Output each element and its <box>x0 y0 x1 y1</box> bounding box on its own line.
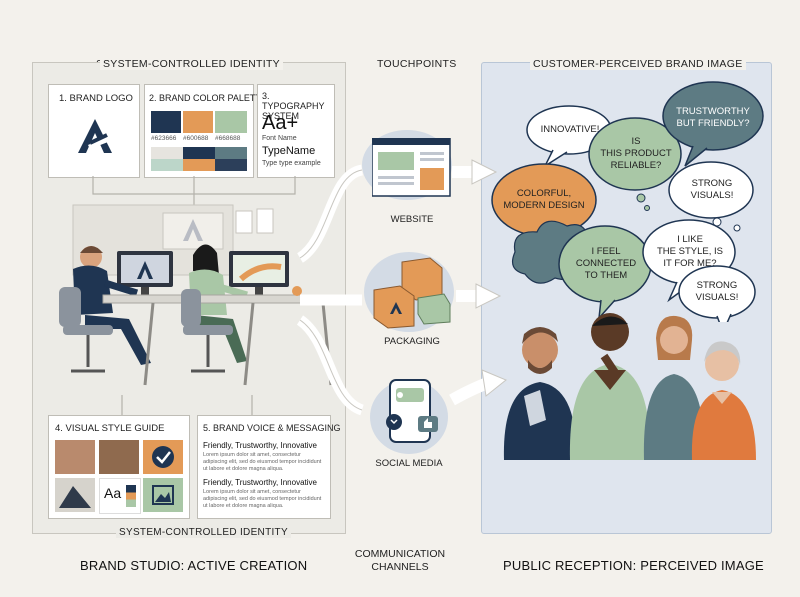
swatch-orange <box>183 111 213 133</box>
brand-voice-title: 5. BRAND VOICE & MESSAGING <box>203 423 341 433</box>
brand-logo-card: 1. BRAND LOGO <box>48 84 140 178</box>
footer-communication-line1: COMMUNICATION <box>354 548 446 560</box>
bubble-strong-visuals-1: STRONG VISUALS! <box>670 178 754 202</box>
brand-voice-card: 5. BRAND VOICE & MESSAGING Friendly, Tru… <box>197 415 341 519</box>
approved-tile <box>143 440 183 474</box>
bubble-colorful-line2: MODERN DESIGN <box>503 200 585 211</box>
abstract-shape-icon <box>59 486 91 508</box>
studio-illustration <box>59 204 334 386</box>
right-section-header-overlay: CUSTOMER-PERCEIVED BRAND IMAGE <box>530 58 746 70</box>
footer-communication-line2: CHANNELS <box>371 561 429 573</box>
visual-style-guide-title: 4. VISUAL STYLE GUIDE <box>55 423 165 434</box>
packaging-boxes-icon <box>373 257 451 329</box>
photo-thumb-3 <box>55 478 95 512</box>
bubble-innovative: INNOVATIVE! <box>540 124 600 135</box>
footer-brand-studio: BRAND STUDIO: ACTIVE CREATION <box>80 558 308 573</box>
website-label: WEBSITE <box>390 214 434 225</box>
packaging-label: PACKAGING <box>384 336 440 347</box>
typography-sample: Aa+ <box>262 112 299 134</box>
voice-body-1: Lorem ipsum dolor sit amet, consectetur … <box>203 452 322 472</box>
hex-label-1: #623666 <box>151 135 177 142</box>
footer-public-reception: PUBLIC RECEPTION: PERCEIVED IMAGE <box>503 558 764 573</box>
left-section-header-overlay: SYSTEM-CONTROLLED IDENTITY <box>100 58 283 70</box>
photo-thumb-1 <box>55 440 95 474</box>
mini-palette <box>126 485 136 507</box>
bubble-i-like-style-line3: IT FOR ME? <box>663 258 717 269</box>
typography-example: Type type example <box>262 160 321 167</box>
voice-heading-1: Friendly, Trustworthy, Innovative <box>203 441 317 450</box>
brand-logo-title: 1. BRAND LOGO <box>59 93 133 104</box>
swatch-navy <box>151 111 181 133</box>
voice-heading-2: Friendly, Trustworthy, Innovative <box>203 478 317 487</box>
image-icon <box>152 485 174 505</box>
check-icon <box>152 446 174 468</box>
social-media-label: SOCIAL MEDIA <box>375 458 443 469</box>
bubble-trustworthy-line1: TRUSTWORTHY <box>676 106 750 117</box>
footer-communication-channels: COMMUNICATION CHANNELS <box>350 548 450 574</box>
swatch-light <box>151 147 183 159</box>
visual-style-guide-card: 4. VISUAL STYLE GUIDE Aa <box>48 415 190 519</box>
bubble-trustworthy-line2: BUT FRIENDLY? <box>676 118 750 129</box>
social-media-phone-icon <box>386 379 438 443</box>
typography-card: 3. TYPOGRAPHY SYSTEM Aa+ Font Name TypeN… <box>257 84 335 178</box>
card-connectors <box>92 176 296 206</box>
color-palette-card: 2. BRAND COLOR PALETTE #623666 #600688 #… <box>144 84 267 178</box>
swatch-dark <box>215 159 247 171</box>
bubble-connected-line2: CONNECTED <box>575 258 637 269</box>
bubble-reliable-line3: RELIABLE? <box>610 160 662 171</box>
bubble-strong-visuals-2-line1: STRONG <box>696 280 738 291</box>
typography-title-line2: SYSTEM <box>262 111 300 121</box>
bubble-reliable: IS THIS PRODUCT RELIABLE? <box>593 136 679 172</box>
swatch-slate <box>215 147 247 159</box>
bubble-connected-line1: I FEEL <box>591 246 621 257</box>
photo-thumb-2 <box>99 440 139 474</box>
image-tile <box>143 478 183 512</box>
website-browser-icon <box>372 138 451 197</box>
type-sample-tile: Aa <box>99 478 141 514</box>
bubble-reliable-line1: IS <box>631 136 641 147</box>
bubble-colorful: COLORFUL, MODERN DESIGN <box>494 188 594 212</box>
bubble-strong-visuals-2: STRONG VISUALS! <box>678 280 756 304</box>
swatch-mint <box>151 159 183 171</box>
bubble-trustworthy: TRUSTWORTHY BUT FRIENDLY? <box>664 106 762 130</box>
bubble-strong-visuals-1-line2: VISUALS! <box>690 190 734 201</box>
left-inner-bottom-label: SYSTEM-CONTROLLED IDENTITY <box>116 527 291 538</box>
touchpoints-header: TOUCHPOINTS <box>377 58 457 70</box>
speech-bubbles-art <box>491 81 764 322</box>
bubble-strong-visuals-2-line2: VISUALS! <box>695 292 739 303</box>
bubble-connected-line3: TO THEM <box>584 270 628 281</box>
hex-label-2: #600688 <box>183 135 209 142</box>
bubble-i-like-style: I LIKE THE STYLE, IS IT FOR ME? <box>644 234 736 270</box>
type-sample-aa: Aa <box>104 485 122 501</box>
customers-illustration <box>503 313 756 460</box>
bubble-connected: I FEEL CONNECTED TO THEM <box>564 246 648 282</box>
typography-title-line1: 3. TYPOGRAPHY <box>262 91 325 111</box>
bubble-strong-visuals-1-line1: STRONG <box>691 178 733 189</box>
bubble-colorful-line1: COLORFUL, <box>516 188 572 199</box>
typography-type-name: TypeName <box>262 145 316 157</box>
bubble-i-like-style-line1: I LIKE <box>677 234 703 245</box>
brand-logo-icon <box>78 119 112 153</box>
swatch-navy-2 <box>183 147 215 159</box>
swatch-orange-2 <box>183 159 215 171</box>
bottom-card-connectors <box>121 395 253 415</box>
bubble-reliable-line2: THIS PRODUCT <box>600 148 672 159</box>
typography-title: 3. TYPOGRAPHY SYSTEM <box>262 91 334 121</box>
color-palette-title: 2. BRAND COLOR PALETTE <box>149 93 267 103</box>
hex-label-3: #668688 <box>215 135 241 142</box>
typography-font-name: Font Name <box>262 135 297 142</box>
swatch-sage <box>215 111 247 133</box>
bubble-i-like-style-line2: THE STYLE, IS <box>657 246 723 257</box>
voice-body-2: Lorem ipsum dolor sit amet, consectetur … <box>203 489 322 509</box>
